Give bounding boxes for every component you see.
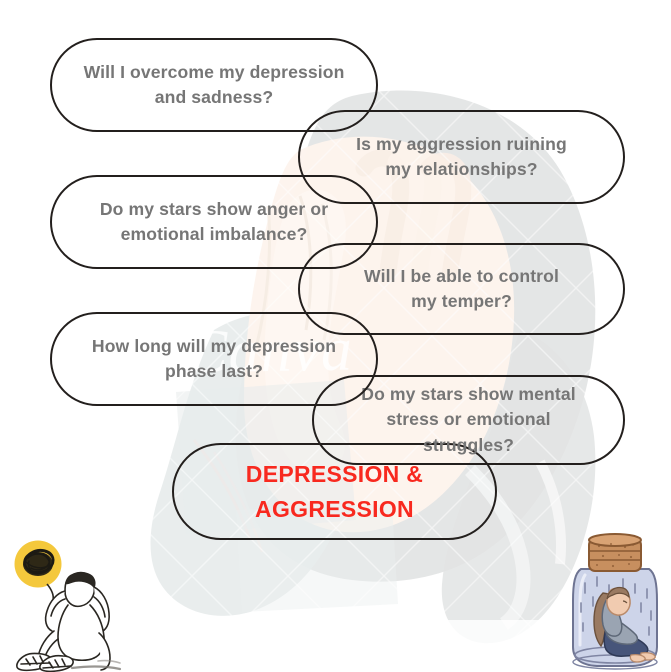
question-pill-4-label: Will I be able to control my temper? [364,265,559,312]
question-pill-1[interactable]: Will I overcome my depression and sadnes… [50,38,378,132]
title-pill-label: DEPRESSION & AGGRESSION [245,461,424,522]
question-pill-2-label: Is my aggression ruining my relationship… [356,133,567,180]
person-in-glass-jar-icon [572,533,658,670]
question-pill-1-label: Will I overcome my depression and sadnes… [83,61,345,108]
seated-person-head-in-hands-icon [14,540,122,672]
question-pill-5-label: How long will my depression phase last? [91,335,337,382]
question-pill-3-label: Do my stars show anger or emotional imba… [99,198,329,245]
